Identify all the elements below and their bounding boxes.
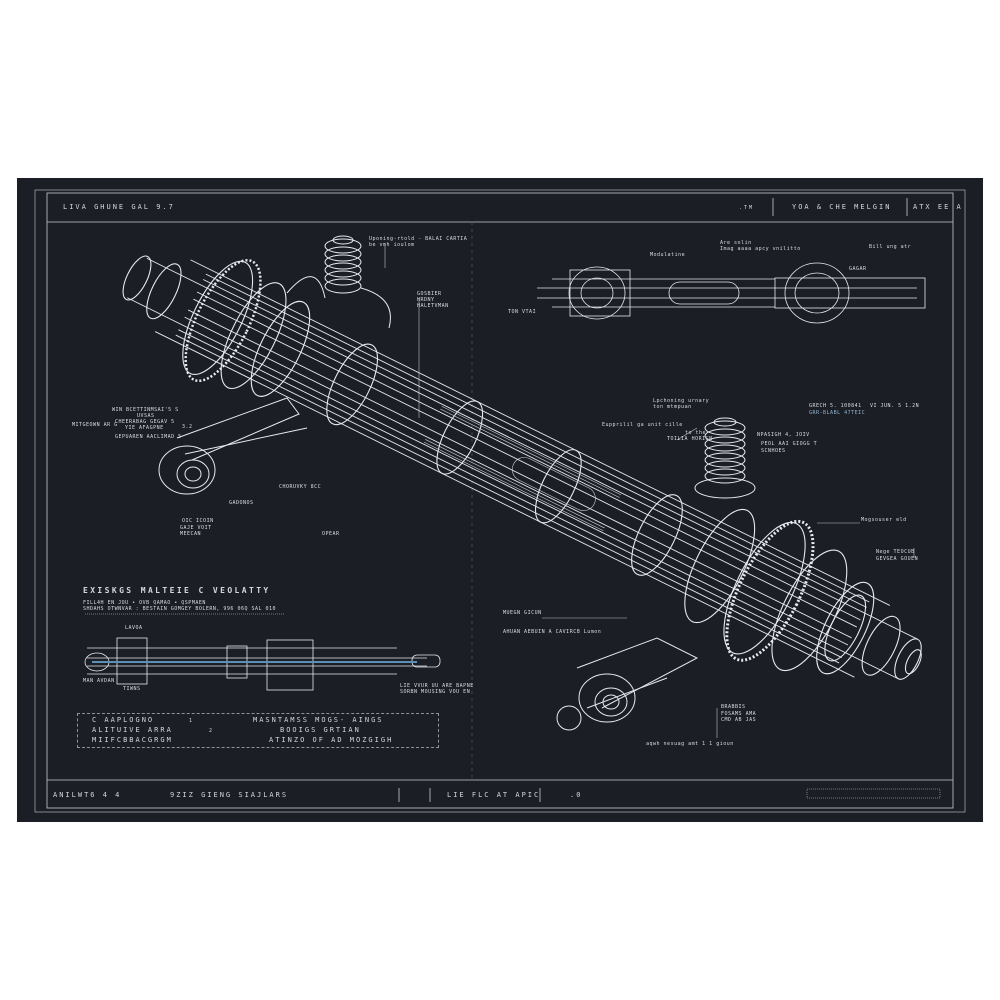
arm-left <box>158 397 308 495</box>
footer-right: LIE FLC AT APIC <box>447 791 541 799</box>
header-right-code: ATX EE A <box>913 203 963 211</box>
spring-right <box>694 417 756 499</box>
header-small-code: .TM <box>739 205 755 211</box>
annotation: UVSAS <box>137 413 155 419</box>
annotation: 3.2 <box>182 424 193 430</box>
side-view-right <box>537 262 926 324</box>
annotation: GEVGEA GOUEN <box>876 556 919 562</box>
annotation: NPASIGH 4, JOIV <box>757 432 810 438</box>
side-view-label: Imag aaaa apcy vnilitto <box>720 246 801 252</box>
annotation: ton mtmpuan <box>653 404 692 410</box>
spec-line: GRR-BLABL 47TEIC <box>809 410 866 416</box>
legend-left-line: C AAPLOGNO <box>92 716 155 724</box>
annotation: OPEAR <box>322 531 340 537</box>
arm-right <box>556 637 699 731</box>
header-right-title: YOA & CHE MELGIN <box>792 203 892 211</box>
annotation: TOILIA HORIGN <box>667 436 713 442</box>
spec-line: VI JUN. 5 1.2N <box>870 403 920 409</box>
side-view-label: GAGAR <box>849 266 867 272</box>
footer-left: ANILWT6 4 4 <box>53 791 122 799</box>
annotation: OIC ICOIN <box>182 518 214 524</box>
annotation: GOSBIER <box>417 291 442 297</box>
footer-scale-box <box>806 788 941 799</box>
inner-frame <box>46 192 954 809</box>
side-view-label: TIWNS <box>123 686 141 692</box>
annotation: GEPUAREN AACLIMAD 5 <box>115 434 182 440</box>
header-title: LIVA GHUNE GAL 9.7 <box>63 203 175 211</box>
left-panel-title: EXISKGS MALTEIE C VEOLATTY <box>83 586 271 595</box>
annotation: YIE AFAGPNE <box>125 425 164 431</box>
footer-number: .0 <box>570 791 583 799</box>
main-cylinder <box>122 255 922 680</box>
legend-mark: 2 <box>209 728 213 734</box>
side-view-label: Bill ung atr <box>869 244 912 250</box>
annotation: CHEERABAG GEGAV 5 <box>115 419 175 425</box>
annotation: Lpchoning urnary <box>653 398 710 404</box>
annotation: Uponing-rtold - BALAI CARTIA <box>369 236 468 242</box>
blueprint-poster: LIVA GHUNE GAL 9.7 .TM YOA & CHE MELGIN … <box>17 178 983 822</box>
annotation: MEECAN <box>180 531 202 537</box>
outer-frame <box>34 189 966 813</box>
annotation: CHORUVKY 8CC <box>279 484 322 490</box>
annotation: HRDNY <box>417 297 435 303</box>
annotation: HALETVMAN <box>417 303 449 309</box>
side-view-label: LAVOA <box>125 625 143 631</box>
side-view-label: Modulatine <box>650 252 686 258</box>
annotation: AHUAN AEBUIN A CAVIRCB Lumon <box>503 629 602 635</box>
annotation: Nege TEOCUB <box>876 549 915 555</box>
footer-middle: 9ZIZ GIENG SIAJLARS <box>170 791 289 799</box>
legend-right-line: BOOIGS GRTIAN <box>280 726 361 734</box>
annotation: SCNHOES <box>761 448 786 454</box>
spring-top <box>286 235 391 329</box>
side-view-label: Are solin <box>720 240 752 246</box>
legend-mark: 1 <box>189 718 193 724</box>
legend-right-line: MASNTAMSS MOGS- AINGS <box>253 716 384 724</box>
annotation: GADONOS <box>229 500 254 506</box>
annotation: to the <box>685 430 707 436</box>
legend-right-line: ATINZO OF AD MOZGIGH <box>269 736 394 744</box>
side-view-left <box>84 637 441 691</box>
blueprint-drawing <box>34 189 966 813</box>
annotation: GAJE VOIT <box>180 525 212 531</box>
left-panel-subtitle-2: SHDAHS OTWNVAR : BESTAIN GOMGEY BOLERN, … <box>83 606 277 612</box>
side-view-label: TON VTAI <box>508 309 537 315</box>
side-view-label: LIE VVUR UU ARE BAPNE <box>400 683 474 689</box>
annotation: Mogsouser eld <box>861 517 907 523</box>
side-view-label: MAN AVDAN <box>83 678 115 684</box>
annotation: Eupprilil ga unit cille <box>602 422 683 428</box>
legend-box <box>77 713 439 748</box>
annotation: be vmh ioulom <box>369 242 415 248</box>
annotation: MUEGN GICUN <box>503 610 542 616</box>
annotation: FOSAMS AMA <box>721 711 757 717</box>
annotation: MITGEOWN AR G <box>72 422 118 428</box>
annotation: PEOL AAI GIOGG T <box>761 441 818 447</box>
spec-line: GRECH 5. 100841 <box>809 403 862 409</box>
side-view-label: SORBN MOUSING VOU EN <box>400 689 471 695</box>
annotation: WIN BCETTINMSAI'5 S <box>112 407 179 413</box>
legend-left-line: MIIFCBBACGRGM <box>92 736 173 744</box>
legend-left-line: ALITUIVE ARRA <box>92 726 173 734</box>
annotation: aqwh nesuag amt 1 1 gioun <box>646 741 734 747</box>
left-panel-subtitle-1: FILL4H EN JOU • OVB QAMAO • QSPMAEN <box>83 600 206 606</box>
annotation: BRABBIS <box>721 704 746 710</box>
annotation: CMD AB JAS <box>721 717 757 723</box>
